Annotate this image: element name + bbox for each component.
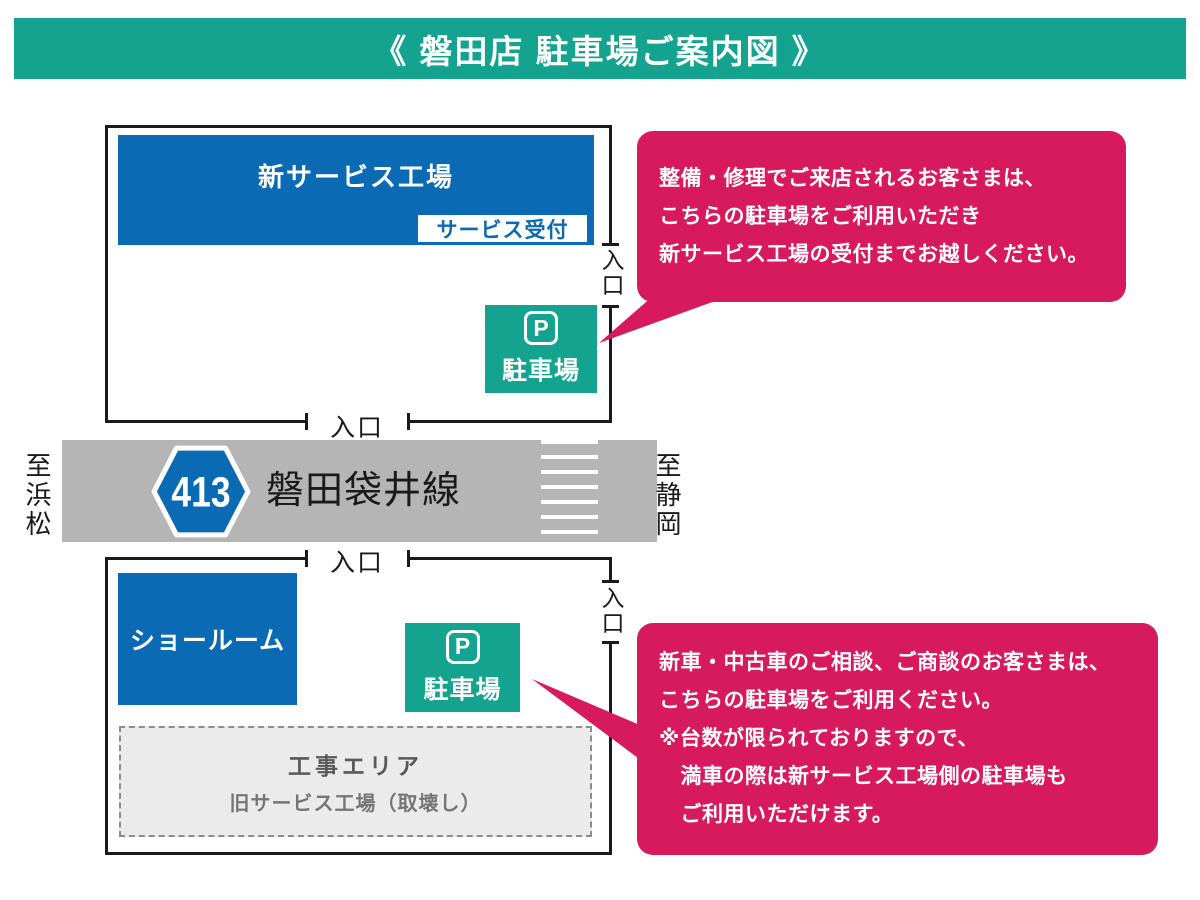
construction-title: 工事エリア (288, 753, 423, 779)
entrance-tick (305, 550, 308, 567)
callout-line: 満車の際は新サービス工場側の駐車場も (659, 765, 1068, 788)
callout-line: こちらの駐車場をご利用いただき (659, 204, 982, 228)
entrance-tick (602, 243, 619, 246)
border-segment (609, 307, 612, 423)
callout-line: 新車・中古車のご相談、ご商談のお客さまは、 (659, 651, 1111, 674)
callout-line: ご利用いただけます。 (659, 803, 894, 826)
showroom-parking-box: P 駐車場 (405, 623, 520, 712)
entrance-tick (407, 413, 410, 430)
border-segment (105, 557, 108, 855)
callout-line: ※台数が限られておりますので、 (659, 727, 979, 750)
page-title: 《 磐田店 駐車場ご案内図 》 (373, 32, 827, 70)
border-segment (105, 125, 108, 423)
border-segment (105, 852, 612, 855)
showroom-label: ショールーム (129, 627, 286, 655)
direction-hamamatsu: 至浜松 (22, 452, 52, 539)
parking-label: 駐車場 (501, 357, 580, 385)
entrance-label-right: 入口 (598, 248, 624, 298)
service-parking-callout: 整備・修理でご来店されるお客さまは、 こちらの駐車場をご利用いただき 新サービス… (637, 131, 1126, 302)
service-parking-box: P 駐車場 (485, 305, 597, 393)
header-banner: 《 磐田店 駐車場ご案内図 》 (14, 18, 1186, 79)
entrance-label-right: 入口 (598, 586, 624, 636)
route-413-sign: 413 (151, 445, 251, 538)
callout-tail (532, 679, 642, 761)
callout-line: 整備・修理でご来店されるお客さまは、 (659, 166, 1046, 190)
border-segment (105, 125, 612, 128)
road-name: 磐田袋井線 (266, 470, 462, 512)
callout-tail (599, 296, 729, 343)
entrance-tick (602, 305, 619, 308)
border-segment (105, 420, 307, 423)
parking-icon: P (524, 311, 558, 345)
construction-subtitle: 旧サービス工場（取壊し） (229, 793, 482, 815)
entrance-label-bottom: 入口 (329, 414, 384, 442)
route-number: 413 (171, 468, 230, 516)
border-segment (609, 125, 612, 245)
crosswalk (541, 440, 598, 542)
entrance-tick (602, 580, 619, 583)
callout-line: こちらの駐車場をご利用ください。 (659, 689, 1003, 712)
border-segment (408, 557, 612, 560)
construction-area: 工事エリア 旧サービス工場（取壊し） (119, 726, 592, 837)
entrance-tick (305, 413, 308, 430)
showroom-building: ショールーム (118, 573, 297, 705)
service-factory-label: 新サービス工場 (257, 162, 454, 192)
callout-line: 新サービス工場の受付までお越しください。 (659, 242, 1089, 266)
showroom-parking-callout: 新車・中古車のご相談、ご商談のお客さまは、 こちらの駐車場をご利用ください。 ※… (637, 623, 1158, 855)
entrance-tick (602, 641, 619, 644)
service-factory-building: 新サービス工場 サービス受付 (118, 135, 594, 245)
border-segment (609, 557, 612, 582)
entrance-label-top: 入口 (329, 549, 384, 577)
border-segment (408, 420, 612, 423)
service-reception-box: サービス受付 (415, 212, 590, 245)
parking-label: 駐車場 (423, 675, 502, 704)
parking-icon: P (445, 629, 480, 664)
entrance-tick (407, 550, 410, 567)
direction-shizuoka: 至静岡 (652, 452, 682, 539)
border-segment (609, 643, 612, 855)
border-segment (105, 557, 307, 560)
